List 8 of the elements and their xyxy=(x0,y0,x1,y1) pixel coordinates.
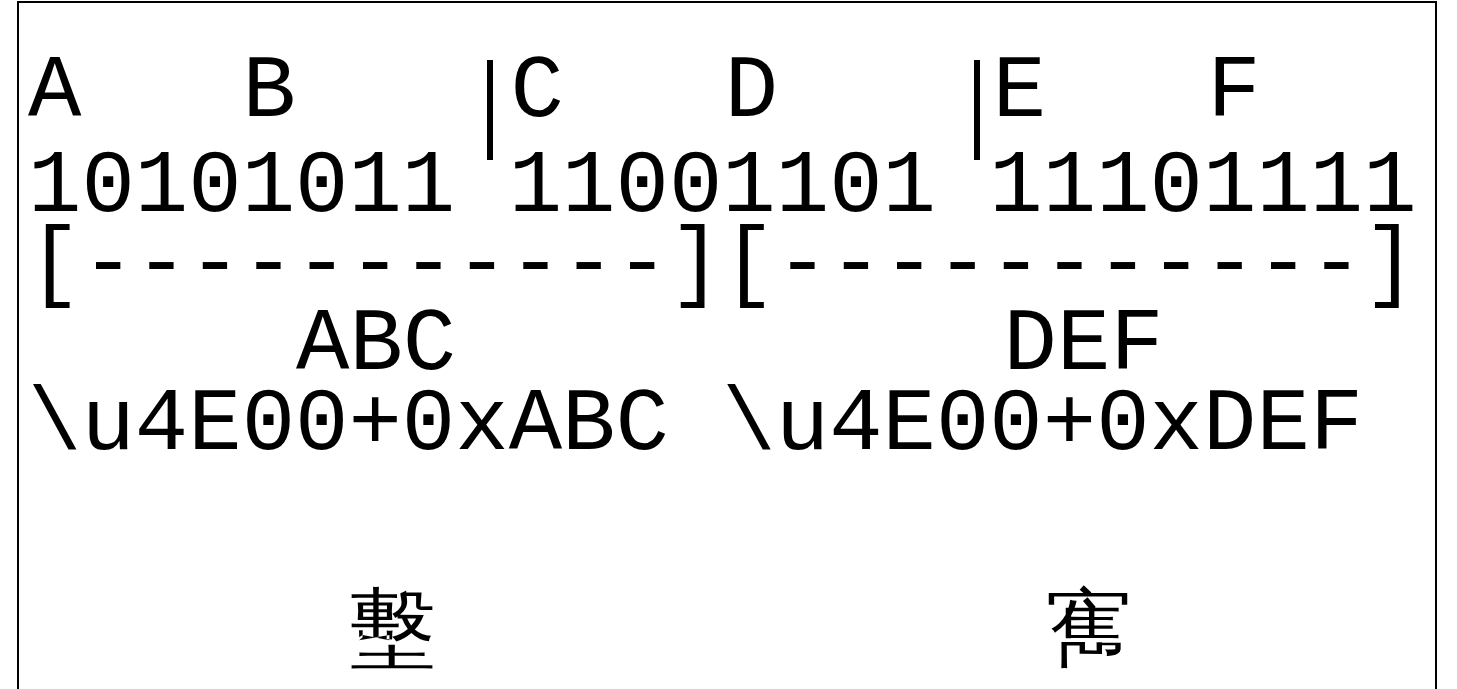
bit-group-letter: F xyxy=(1207,48,1261,137)
bit-group-letter: D xyxy=(724,48,779,137)
bit-group-letter: E xyxy=(992,48,1047,137)
character-glyph: 寯 xyxy=(1046,585,1133,671)
bit-group-letter: A xyxy=(28,48,82,137)
character-glyph: 墼 xyxy=(349,585,436,671)
bit-group-letter: C xyxy=(510,48,564,137)
bit-group-letter: B xyxy=(242,48,296,137)
